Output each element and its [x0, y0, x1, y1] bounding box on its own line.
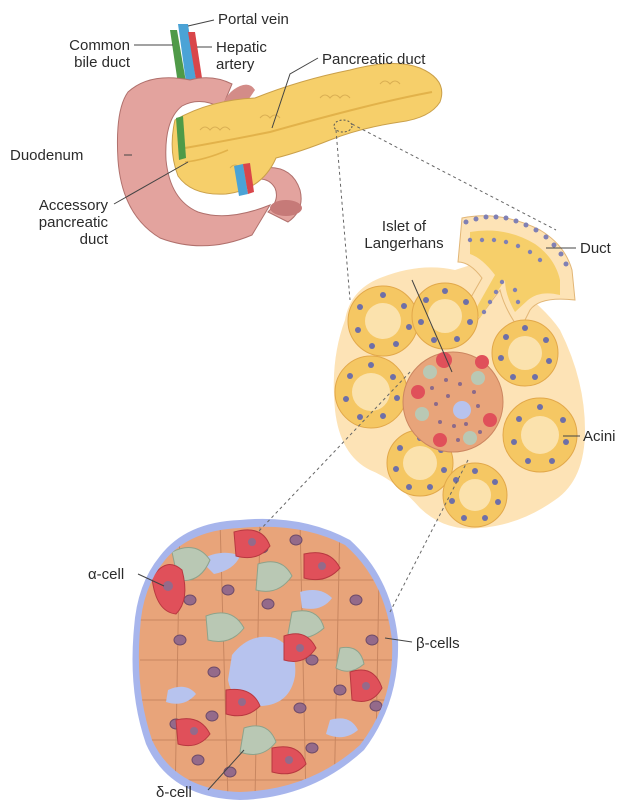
portal-vein-label: Portal vein	[218, 11, 289, 28]
delta-cell-label: δ-cell	[156, 784, 192, 801]
hepatic-artery-label: Hepatic artery	[216, 39, 267, 73]
beta-cells-label: β-cells	[416, 635, 460, 652]
alpha-cell-label: α-cell	[88, 566, 124, 583]
leader-portal-vein	[188, 20, 214, 26]
small-islet	[403, 352, 503, 452]
duodenum-label: Duodenum	[10, 147, 83, 164]
pancreatic-duct-label: Pancreatic duct	[322, 51, 425, 68]
duct-label: Duct	[580, 240, 611, 257]
acini-label: Acini	[583, 428, 616, 445]
accessory-pancreatic-duct-label: Accessory pancreatic duct	[14, 197, 108, 248]
common-bile-duct-label: Common bile duct	[44, 37, 130, 71]
islet-of-langerhans-enlarged	[130, 515, 410, 802]
acinar-tissue-section	[334, 215, 585, 529]
islet-of-langerhans-label: Islet of Langerhans	[354, 218, 454, 252]
duodenum-opening	[270, 200, 302, 216]
